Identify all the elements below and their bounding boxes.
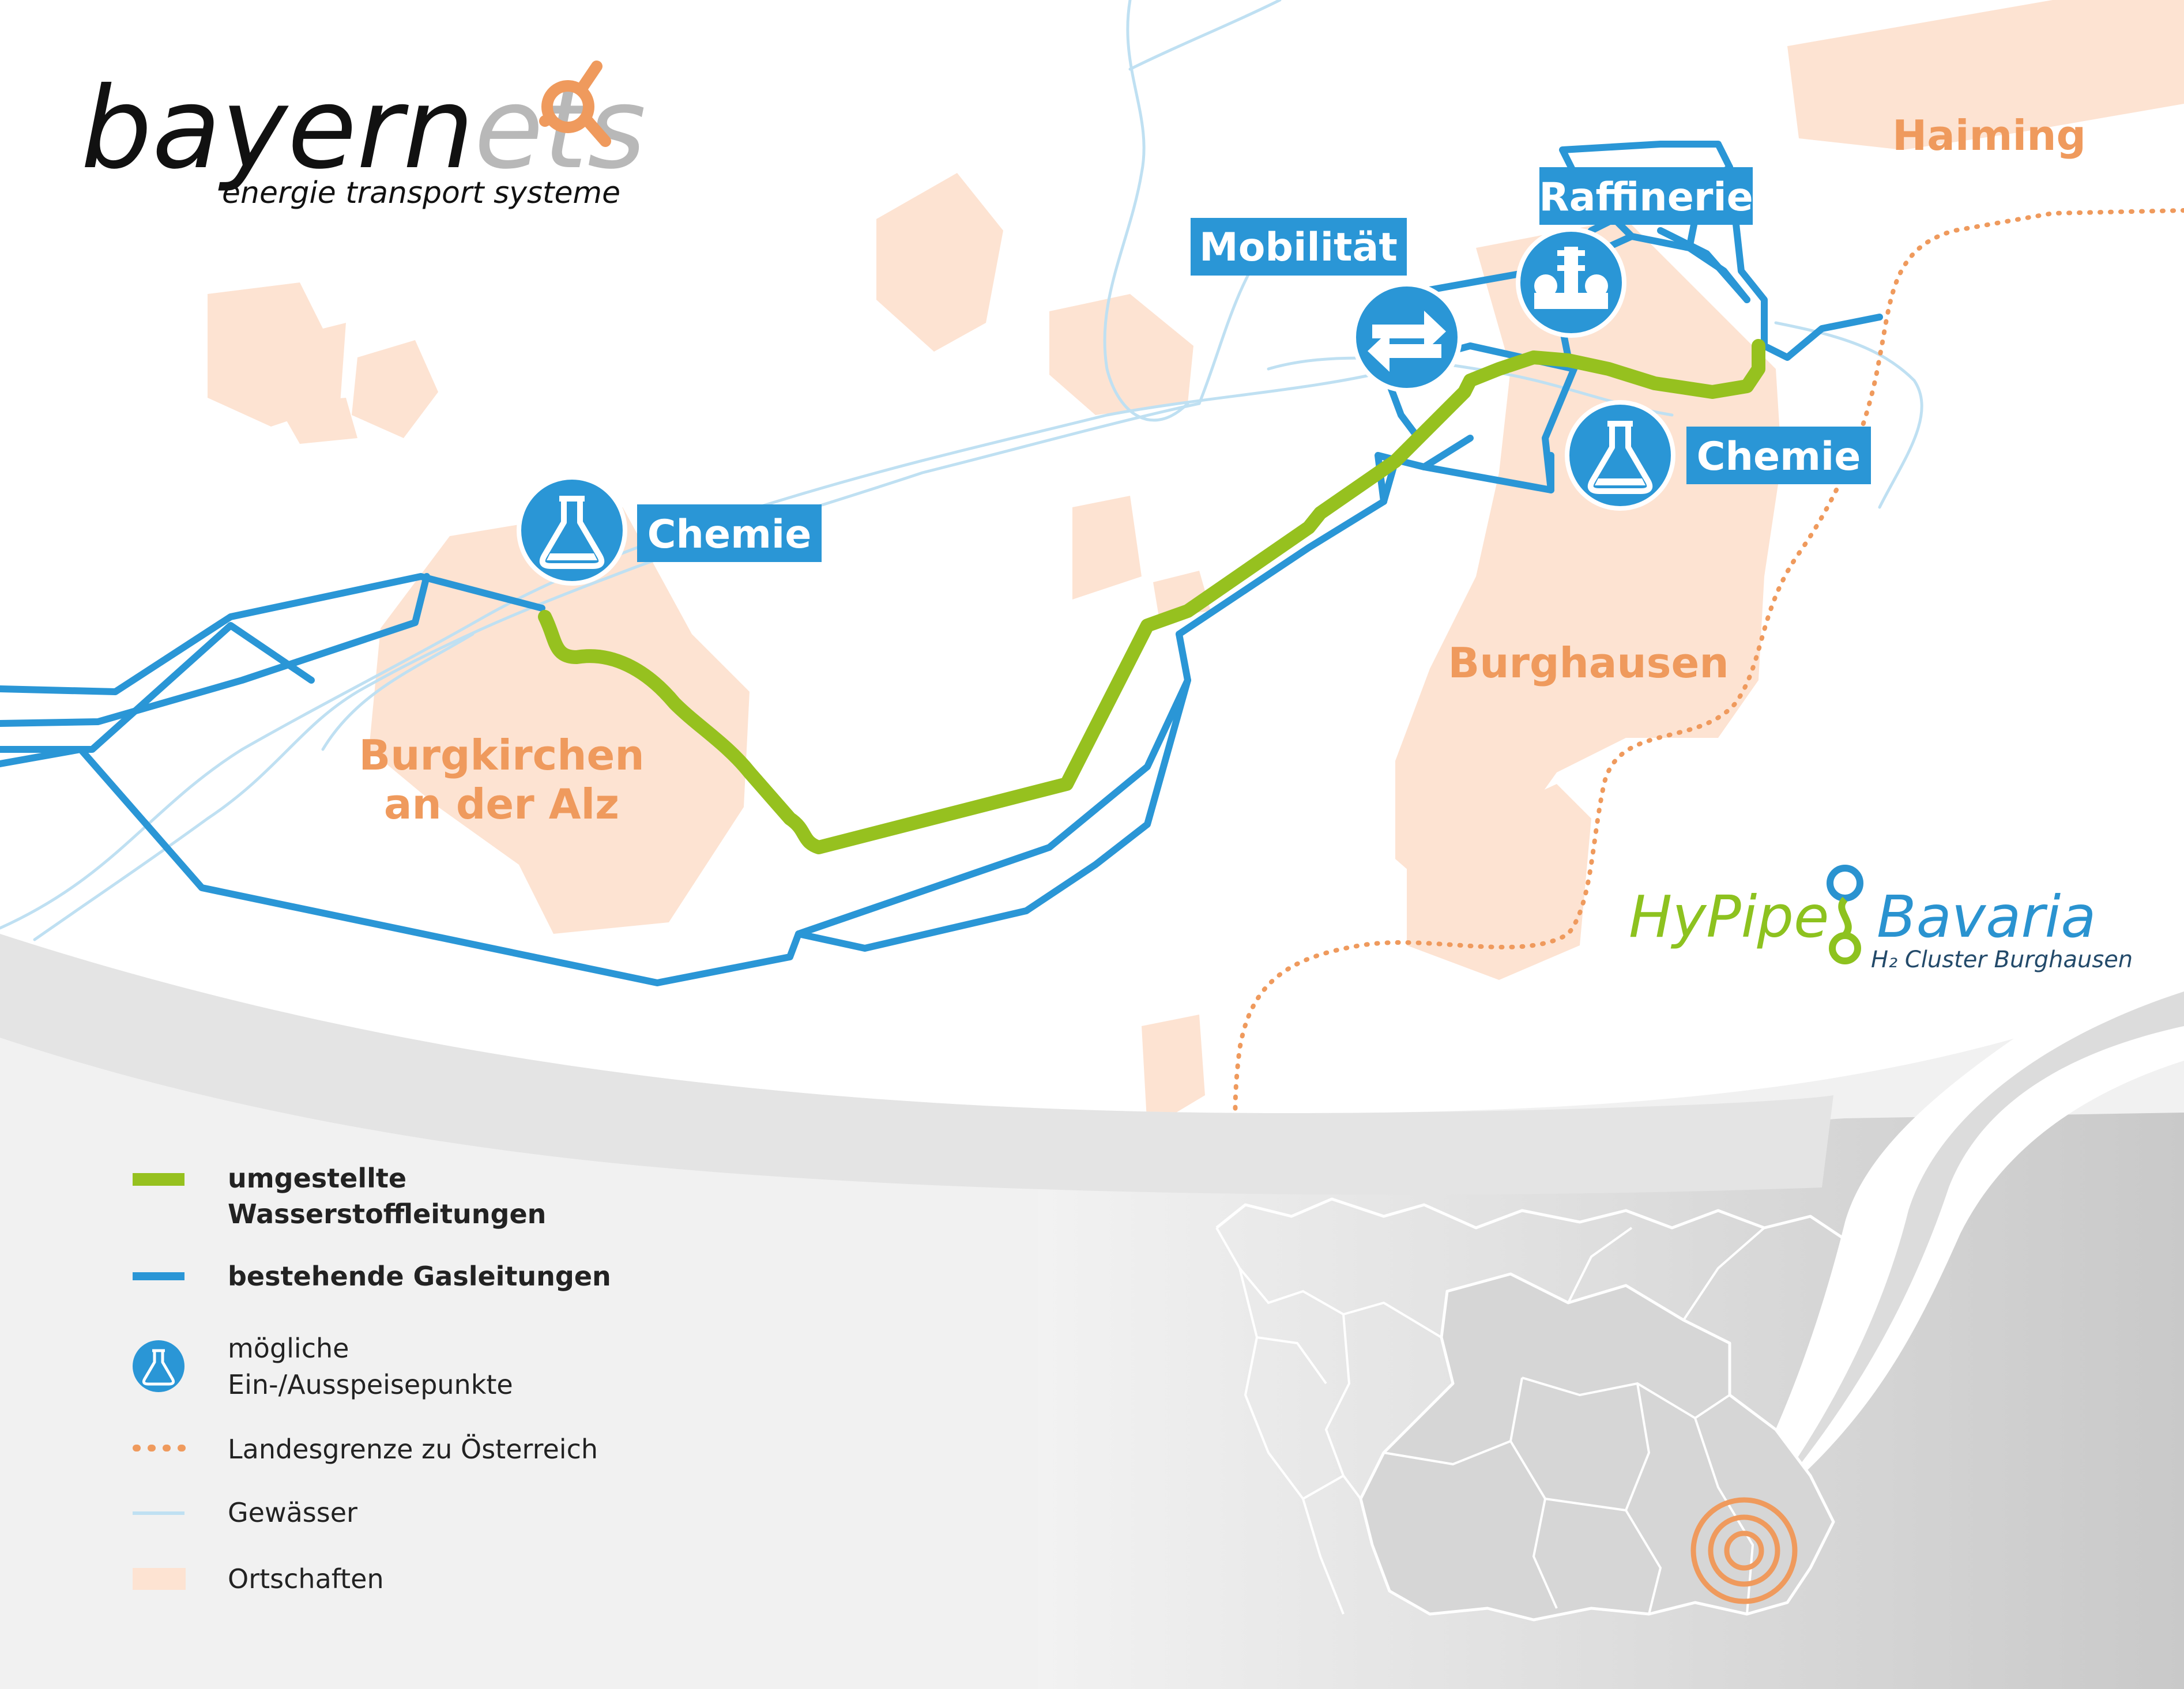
label-box bbox=[1191, 218, 1407, 276]
location-target-icon bbox=[1690, 1497, 1798, 1604]
town-label-haiming: Haiming bbox=[1892, 111, 2086, 160]
label-text: Mobilität bbox=[1199, 225, 1398, 270]
legend-symbol-hydrogen bbox=[133, 1173, 184, 1186]
state-borders bbox=[1215, 1227, 1765, 1615]
river bbox=[1267, 356, 1674, 417]
label-box bbox=[1539, 167, 1753, 225]
town-area bbox=[277, 398, 357, 444]
gas-pipeline bbox=[0, 622, 315, 753]
legend-symbol-gas bbox=[133, 1272, 184, 1280]
gas-pipeline bbox=[0, 573, 430, 727]
hypipe-wordmark: HyPipe bbox=[1629, 883, 1829, 951]
legend-label-water: Gewässer bbox=[228, 1497, 357, 1528]
logo-brand-main: bayern bbox=[81, 63, 474, 194]
town-label-burgkirchen-line2: an der Alz bbox=[384, 780, 619, 828]
town-area bbox=[876, 173, 1003, 352]
town-area bbox=[1049, 294, 1193, 415]
gas-pipeline bbox=[0, 631, 1191, 986]
label-raffinerie: Raffinerie bbox=[1539, 167, 1753, 225]
river bbox=[1774, 321, 1923, 509]
state-border bbox=[1256, 1336, 1327, 1385]
austria-border bbox=[1233, 208, 2184, 1155]
hypipe-wordmark-2: Bavaria bbox=[1877, 883, 2096, 951]
label-text: Raffinerie bbox=[1539, 175, 1753, 220]
inset-panel bbox=[0, 934, 2184, 1689]
logo-wordmark: bayernets bbox=[81, 63, 646, 194]
town-label-burgkirchen-line1: Burgkirchen bbox=[359, 731, 644, 779]
refinery-icon bbox=[1516, 227, 1626, 338]
label-chemie-west: Chemie bbox=[637, 504, 822, 562]
state-border bbox=[1324, 1314, 1362, 1500]
label-mobilitaet: Mobilität bbox=[1191, 218, 1407, 276]
gas-pipeline bbox=[1421, 435, 1474, 470]
legend-label-hydrogen-line2: Wasserstoffleitungen bbox=[228, 1198, 546, 1230]
legend-label-hydrogen-line1: umgestellte bbox=[228, 1163, 406, 1194]
gas-pipeline bbox=[1559, 141, 1883, 361]
legend-label-border: Landesgrenze zu Österreich bbox=[228, 1434, 598, 1465]
town-area bbox=[1787, 0, 2184, 150]
river bbox=[321, 632, 475, 751]
river bbox=[1103, 0, 1189, 422]
state-border bbox=[1302, 1475, 1344, 1500]
town-label-burghausen: Burghausen bbox=[1448, 639, 1729, 687]
hypipe-subtitle: H₂ Cluster Burghausen bbox=[1871, 947, 2133, 973]
inset-band bbox=[0, 934, 1833, 1195]
label-box bbox=[637, 504, 822, 562]
river bbox=[1128, 0, 1282, 71]
state-border bbox=[1383, 1440, 1511, 1466]
label-text: Chemie bbox=[1697, 434, 1861, 480]
gas-pipeline bbox=[795, 677, 1191, 952]
town-area bbox=[1142, 1015, 1205, 1130]
legend-flask-icon bbox=[133, 1340, 184, 1392]
legend-label-points-line1: mögliche bbox=[228, 1333, 349, 1364]
hydrogen-pipeline bbox=[538, 339, 1765, 854]
water-layer bbox=[0, 0, 1923, 941]
town-area bbox=[1407, 784, 1591, 980]
river bbox=[33, 402, 1201, 941]
state-border bbox=[1567, 1227, 1633, 1303]
gas-pipeline bbox=[0, 573, 545, 695]
legend-symbol-towns bbox=[133, 1568, 186, 1590]
town-area bbox=[352, 340, 438, 438]
legend-label-towns: Ortschaften bbox=[228, 1563, 384, 1594]
flask-icon-west bbox=[517, 475, 627, 586]
town-area bbox=[208, 282, 346, 427]
logo-tagline: energie transport systeme bbox=[222, 176, 620, 210]
legend-symbol-water bbox=[133, 1511, 184, 1515]
state-border bbox=[1545, 1498, 1626, 1511]
hypipe-bavaria-logo: HyPipe Bavaria H₂ Cluster Burghausen bbox=[1629, 865, 2133, 973]
bayernets-logo: bayernets energie transport systeme bbox=[81, 61, 646, 210]
label-chemie-east: Chemie bbox=[1686, 427, 1871, 484]
bayernets-symbol-icon bbox=[539, 61, 611, 147]
legend-label-gas: bestehende Gasleitungen bbox=[228, 1261, 611, 1292]
town-area bbox=[1072, 496, 1142, 600]
flask-icon-east bbox=[1565, 400, 1675, 511]
town-area bbox=[369, 507, 750, 934]
gas-pipeline bbox=[1657, 227, 1750, 303]
hypipe-name-part2: Bavaria bbox=[1877, 883, 2096, 951]
label-text: Chemie bbox=[647, 512, 812, 557]
molecule-icon bbox=[1827, 865, 1863, 964]
state-border bbox=[1682, 1227, 1765, 1321]
legend: umgestellte Wasserstoffleitungen bestehe… bbox=[133, 1163, 611, 1594]
hypipe-name-part1: HyPipe bbox=[1629, 883, 1829, 951]
legend-label-points-line2: Ein-/Ausspeisepunkte bbox=[228, 1369, 513, 1400]
germany-outline bbox=[1215, 1197, 1846, 1241]
label-box bbox=[1686, 427, 1871, 484]
mobility-icon bbox=[1351, 282, 1462, 393]
